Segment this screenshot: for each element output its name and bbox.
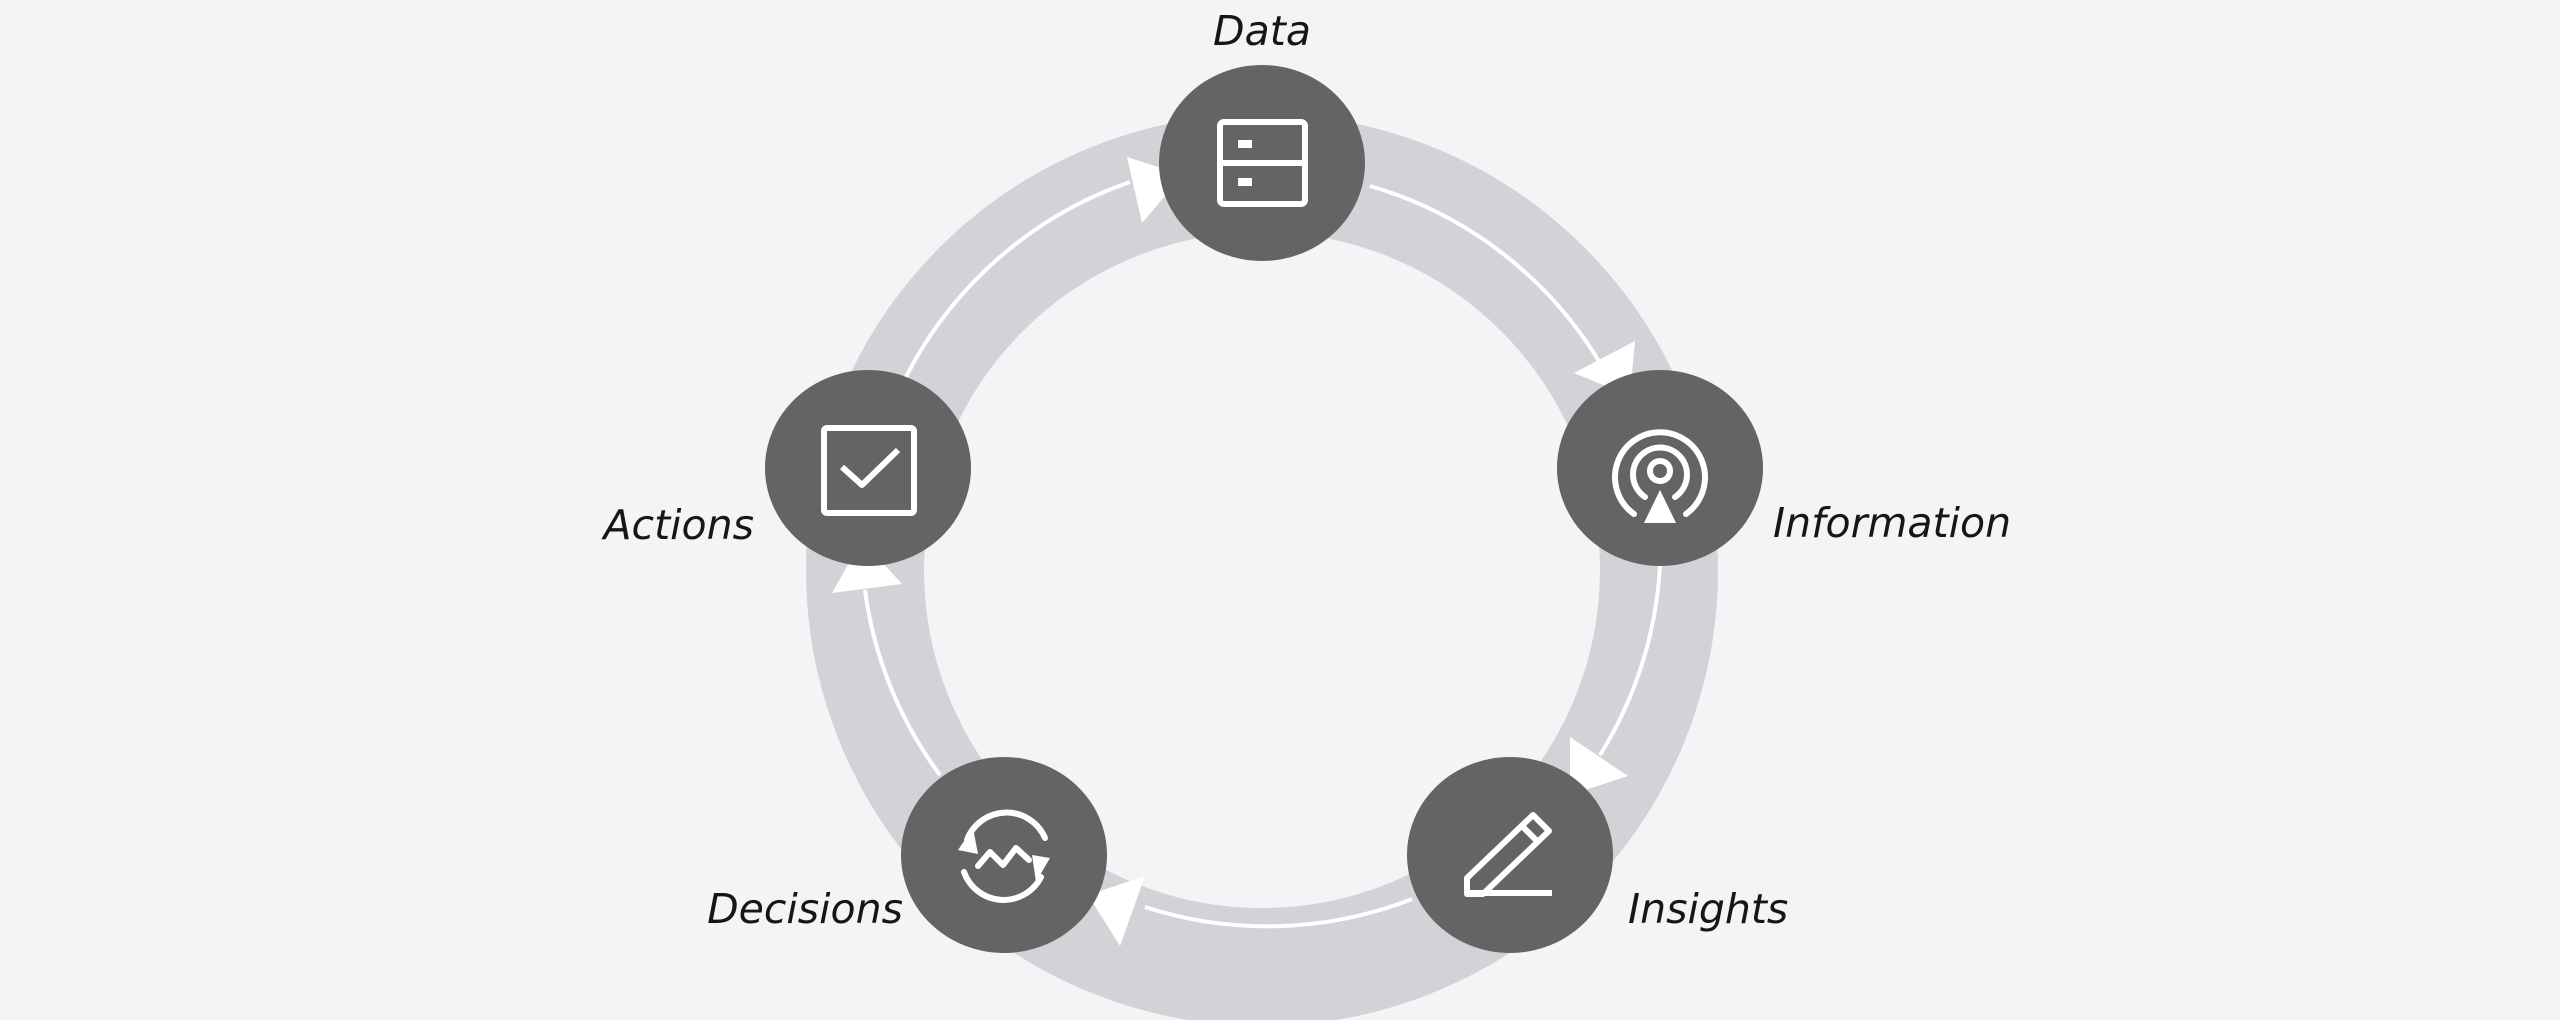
- arrow-decisions-to-actions: [863, 589, 942, 777]
- node-data-label: Data: [1213, 7, 1311, 55]
- server-icon: [1217, 119, 1308, 207]
- refresh-trend-icon: [958, 809, 1050, 903]
- node-information-label: Information: [1773, 499, 2011, 547]
- arrow-insights-to-decisions: [1144, 897, 1413, 929]
- checkbox-icon: [821, 425, 917, 516]
- node-actions-circle: [765, 370, 971, 566]
- node-decisions-label: Decisions: [707, 885, 903, 933]
- broadcast-icon: [1612, 429, 1708, 523]
- node-insights-label: Insights: [1628, 885, 1788, 933]
- arrowhead-insights-to-decisions: [1088, 876, 1145, 946]
- node-decisions: Decisions: [707, 757, 1107, 953]
- node-data: Data: [1159, 7, 1365, 261]
- node-insights-circle: [1407, 757, 1613, 953]
- pencil-icon: [1464, 812, 1552, 897]
- arrowhead-information-to-insights: [1570, 737, 1628, 795]
- node-information: Information: [1557, 370, 2011, 566]
- arrow-information-to-insights: [1598, 564, 1662, 757]
- arrowhead-decisions-to-actions: [832, 540, 902, 593]
- node-information-circle: [1557, 370, 1763, 566]
- node-decisions-circle: [901, 757, 1107, 953]
- node-actions-label: Actions: [601, 501, 755, 549]
- arrow-data-to-information: [1369, 184, 1605, 370]
- node-actions: Actions: [601, 370, 971, 566]
- node-insights: Insights: [1407, 757, 1788, 953]
- arrow-actions-to-data: [900, 180, 1131, 386]
